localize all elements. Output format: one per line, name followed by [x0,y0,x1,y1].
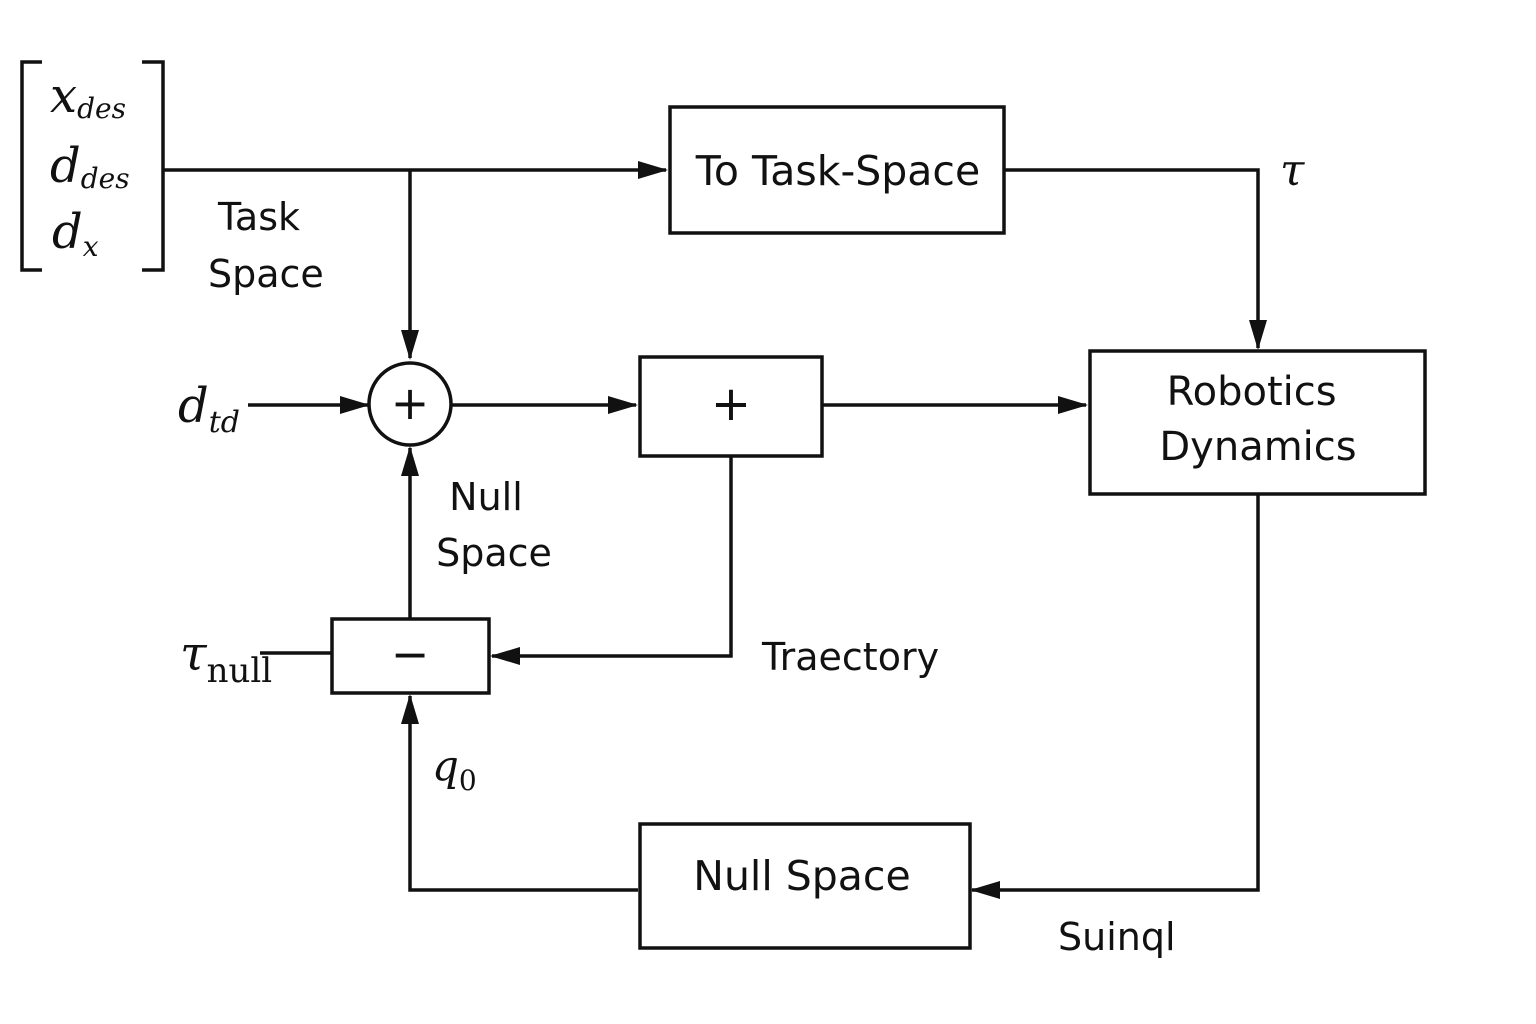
null-space-block-label: Null Space [693,852,910,900]
vector-d-x: dx [52,204,99,263]
task-space-label: Task Space [208,195,324,296]
minus-block [330,617,491,695]
q0-label: q0 [432,741,477,797]
minus-block-sign: − [391,627,430,681]
signal-label: Suinql [1058,915,1176,959]
null-space-block [638,822,972,950]
trajectory-label: Traectory [761,635,939,679]
robotics-dynamics-block [1088,349,1427,496]
tau-label: τ [1280,145,1305,196]
d-td-label: dtd [178,378,240,440]
vector-d-des: ddes [50,138,130,195]
summing-junction-sign: + [391,376,430,430]
vector-left-bracket [20,60,42,272]
to-task-space-block [668,105,1006,235]
summing-junction [367,361,453,447]
plus-block-sign: + [711,376,751,432]
tau-null-label: τnull [180,626,272,691]
to-task-space-label: To Task-Space [695,147,980,195]
wire-dynamics-to-null-space [970,494,1260,899]
vector-right-bracket [142,60,165,272]
robotics-dynamics-label: Robotics Dynamics [1159,369,1356,470]
wire-null-space-to-minus [401,694,638,892]
plus-block [638,355,824,458]
null-space-label: Null Space [436,475,552,575]
wire-tau-to-dynamics [1004,168,1267,350]
vector-x-des: xdes [50,68,126,125]
wire-trajectory-to-minus [490,456,733,665]
